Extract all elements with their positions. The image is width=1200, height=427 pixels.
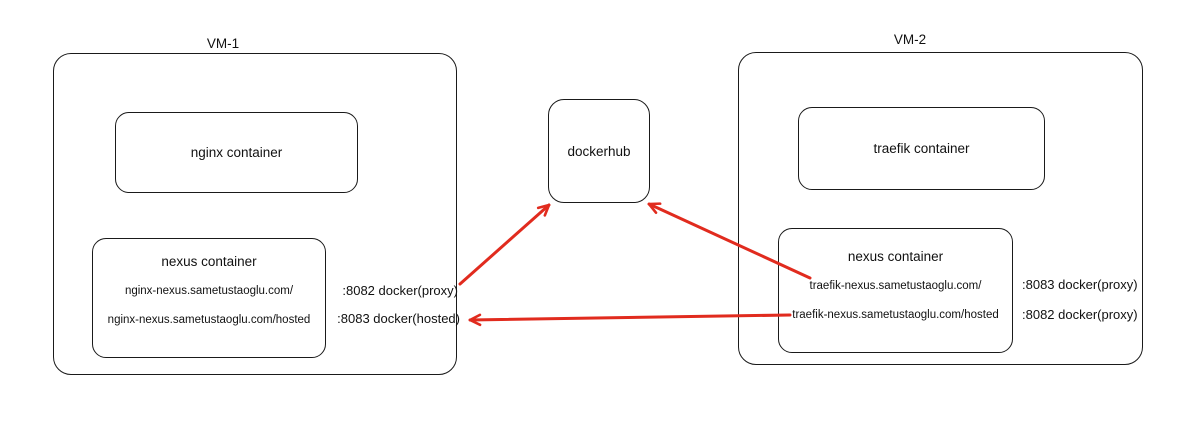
vm1-label: VM-1 <box>206 36 240 51</box>
dockerhub-box: dockerhub <box>548 99 650 203</box>
vm1-nexus-url-hosted: nginx-nexus.sametustaoglu.com/hosted <box>107 314 311 326</box>
dockerhub-label: dockerhub <box>567 143 631 159</box>
vm2-nexus-url-hosted: traefik-nexus.sametustaoglu.com/hosted <box>792 309 999 321</box>
vm1-port-8083-hosted: :8083 docker(hosted) <box>337 311 460 326</box>
vm2-nexus-container-box: nexus container traefik-nexus.sametustao… <box>778 228 1013 353</box>
vm2-port-8083-proxy: :8083 docker(proxy) <box>1022 277 1138 292</box>
vm2-nexus-url-proxy: traefik-nexus.sametustaoglu.com/ <box>809 280 982 292</box>
vm1-port-8082-proxy: :8082 docker(proxy) <box>342 283 458 298</box>
vm1-nginx-container-box: nginx container <box>115 112 358 193</box>
arrow-vm1-proxy-to-dockerhub <box>458 203 551 286</box>
vm1-nexus-container-box: nexus container nginx-nexus.sametustaogl… <box>92 238 326 358</box>
vm1-nginx-container-label: nginx container <box>190 145 283 160</box>
vm2-nexus-container-label: nexus container <box>847 249 944 264</box>
vm2-traefik-container-box: traefik container <box>798 107 1045 190</box>
vm2-traefik-container-label: traefik container <box>873 141 970 156</box>
vm1-nexus-container-label: nexus container <box>161 254 257 269</box>
vm2-port-8082-proxy: :8082 docker(proxy) <box>1022 307 1138 322</box>
vm2-label: VM-2 <box>893 32 927 47</box>
vm1-box <box>53 53 457 375</box>
vm1-nexus-url-proxy: nginx-nexus.sametustaoglu.com/ <box>124 285 294 297</box>
